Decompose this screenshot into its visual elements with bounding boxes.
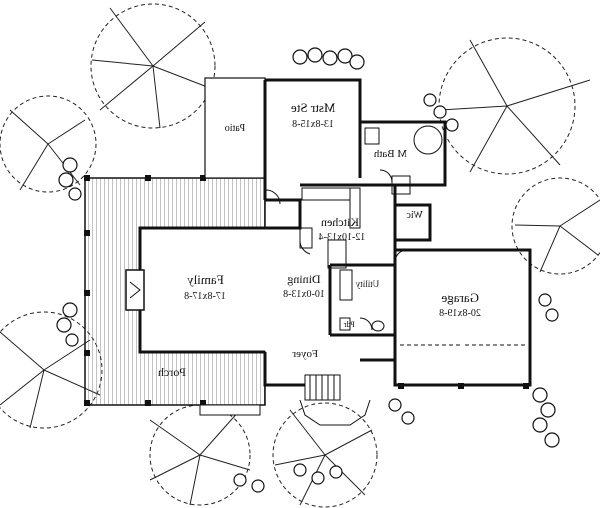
tree-canopies <box>0 3 600 508</box>
tree-top-left <box>90 3 216 129</box>
tree-bottom-center <box>149 404 251 506</box>
garage-posts <box>398 383 529 389</box>
tree-bottom-mid <box>272 402 378 508</box>
label-garage-dims: 20-8x19-8 <box>439 308 481 319</box>
patio-area <box>204 77 266 179</box>
tree-top-right <box>438 37 591 175</box>
label-foyer: Foyer <box>292 348 318 360</box>
label-porch: Porch <box>158 365 186 379</box>
label-patio: Patio <box>225 123 246 134</box>
room-labels: Mstr Ste 13-8x15-8 Patio M Bath Wic Kitc… <box>158 100 481 379</box>
shrubs <box>56 47 560 493</box>
label-kitchen-dims: 12-10x13-4 <box>319 232 366 243</box>
house-walls <box>138 78 532 387</box>
label-family-dims: 17-8x17-8 <box>184 291 226 302</box>
label-kitchen: Kitchen <box>321 215 359 229</box>
label-utility: Utility <box>355 279 379 289</box>
porch-deck <box>84 175 266 416</box>
label-pdr: Pdr <box>343 320 354 329</box>
tree-left <box>0 95 97 193</box>
tree-right <box>511 177 600 275</box>
label-mstr-ste-dims: 13-8x15-8 <box>292 119 334 130</box>
label-family: Family <box>187 272 224 287</box>
label-m-bath: M Bath <box>373 148 407 160</box>
interior-details <box>125 125 525 426</box>
label-dining: Dining <box>287 272 320 286</box>
label-wic: Wic <box>406 210 423 221</box>
label-mstr-ste: Mstr Ste <box>291 100 336 115</box>
label-dining-dims: 10-0x13-8 <box>283 289 325 300</box>
label-garage: Garage <box>441 290 479 305</box>
